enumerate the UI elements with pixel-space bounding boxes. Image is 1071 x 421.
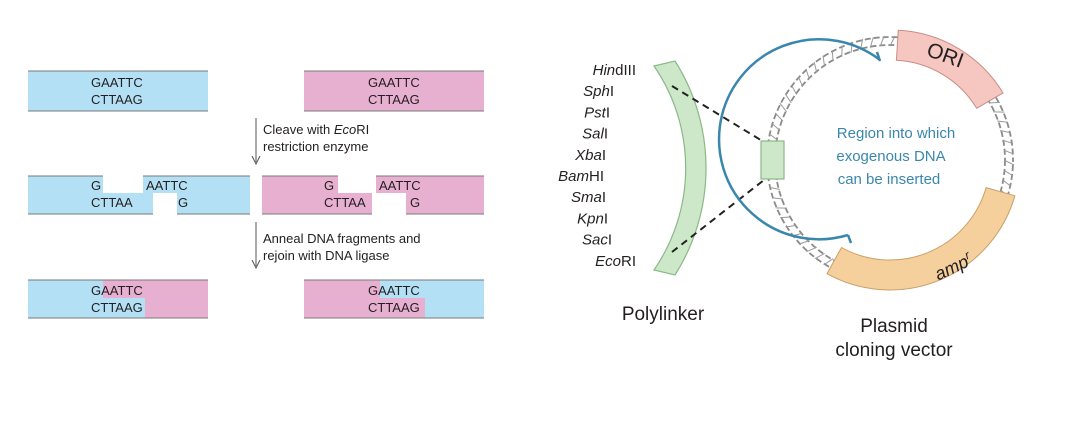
dna-duplex-blue [28, 71, 208, 111]
step1-label-line1: Cleave with EcoRI [263, 122, 369, 137]
recombinant-blue-pink: GAATTC CTTAAG [28, 279, 208, 319]
step2-label-line2: rejoin with DNA ligase [263, 248, 389, 263]
step1-label-line2: restriction enzyme [263, 139, 368, 154]
enzyme-label: XbaI [574, 147, 606, 164]
site-top-text: GAATTC [91, 75, 143, 90]
arrow-head-icon [251, 259, 261, 270]
cut-g-text: G [178, 195, 188, 210]
enzyme-label: BamHI [558, 168, 604, 185]
enzyme-label: EcoRI [595, 253, 636, 270]
fragment-pink-left [262, 176, 372, 214]
region-text-line2: exogenous DNA [836, 148, 945, 165]
svg-text:GAATTC: GAATTC [368, 283, 420, 298]
fragment-blue-left [28, 176, 153, 214]
arrow-head-icon [251, 155, 261, 166]
amp-resistance-segment [826, 186, 1016, 291]
cut-cttaa-text: CTTAA [91, 195, 133, 210]
ligation-panel: GAATTC CTTAAG GAATTC CTTAAG Cleave with … [28, 70, 484, 319]
cut-aattc-text: AATTC [146, 178, 188, 193]
site-top-text: GAATTC [368, 75, 420, 90]
region-text-line3: can be inserted [838, 171, 941, 188]
svg-text:CTTAAG: CTTAAG [91, 300, 143, 315]
fragment-pink-right [376, 176, 484, 214]
ori-segment [895, 29, 1004, 109]
enzyme-label: PstI [584, 104, 610, 121]
vector-label-line2: cloning vector [835, 340, 953, 361]
cut-g-text: G [410, 195, 420, 210]
cut-g-text: G [324, 178, 334, 193]
enzyme-label: SacI [582, 232, 612, 249]
recombinant-pink-blue: GAATTC CTTAAG [304, 279, 484, 319]
enzyme-list: HindIII SphI PstI SalI XbaI BamHI SmaI KpnI SacI… [558, 62, 636, 270]
enzyme-label: SalI [582, 126, 608, 143]
insertion-region-arc [717, 38, 881, 241]
site-bottom-text: CTTAAG [91, 92, 143, 107]
connector-dashed-line [671, 85, 765, 143]
enzyme-label: SmaI [571, 189, 606, 206]
polylinker-arc [653, 60, 707, 276]
svg-text:CTTAAG: CTTAAG [368, 300, 420, 315]
cut-aattc-text: AATTC [379, 178, 421, 193]
site-bottom-text: CTTAAG [368, 92, 420, 107]
region-text-line1: Region into which [837, 125, 955, 142]
fragment-blue-right [143, 176, 250, 214]
plasmid-panel: HindIII SphI PstI SalI XbaI BamHI SmaI KpnI SacI… [558, 29, 1016, 361]
dna-duplex-pink [304, 71, 484, 111]
enzyme-label: SphI [583, 83, 614, 100]
svg-text:GAATTC: GAATTC [91, 283, 143, 298]
cut-cttaa-text: CTTAA [324, 195, 366, 210]
enzyme-label: KpnI [577, 210, 608, 227]
connector-dashed-line [671, 179, 765, 253]
vector-label-line1: Plasmid [860, 316, 928, 337]
polylinker-label: Polylinker [622, 304, 705, 325]
cut-g-text: G [91, 178, 101, 193]
enzyme-label: HindIII [593, 62, 636, 79]
polylinker-site [760, 140, 785, 180]
step2-label-line1: Anneal DNA fragments and [263, 231, 421, 246]
